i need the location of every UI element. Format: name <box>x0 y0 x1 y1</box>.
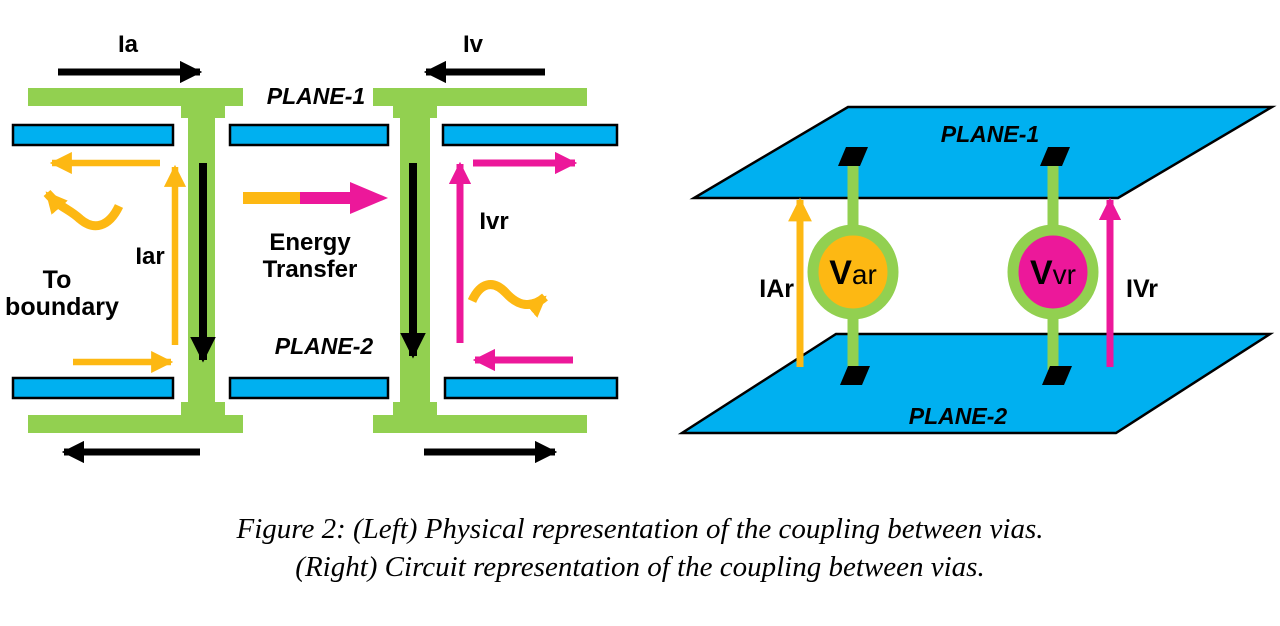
plane2-sheet <box>677 332 1275 435</box>
energy-arrow-yellow-tail <box>243 192 300 204</box>
caption-line-2: (Right) Circuit representation of the co… <box>295 551 985 584</box>
label-plane1-left: PLANE-1 <box>267 83 365 109</box>
trace-bottom-middle <box>228 376 390 400</box>
trace-top-middle <box>228 123 390 147</box>
label-plane1-right: PLANE-1 <box>941 121 1039 147</box>
label-ivr-circuit: IVr <box>1126 275 1158 303</box>
label-vvr: Vvr <box>1030 254 1076 292</box>
label-energy-line1: Energy <box>269 229 351 256</box>
left-physical-diagram: Ia Iv PLANE-1 PLANE-2 Energy Transfer To… <box>5 31 619 464</box>
trace-bottom-right <box>443 376 619 400</box>
energy-arrow-magenta-shaft <box>300 192 350 204</box>
label-ia: Ia <box>118 31 139 58</box>
label-plane2-right: PLANE-2 <box>909 403 1008 429</box>
radiation-wave-right-icon <box>467 280 548 318</box>
label-iv: Iv <box>463 31 484 58</box>
via-v-stem-top <box>1047 158 1059 228</box>
via-a-bottom-pad <box>181 402 225 416</box>
source-vvr-circle <box>1007 224 1099 320</box>
radiation-wave-left-icon <box>43 189 124 231</box>
trace-top-left <box>11 123 175 147</box>
via-a-stem-bottom <box>847 315 859 370</box>
via-v-bottom-pad <box>393 402 437 416</box>
label-var: Var <box>829 254 877 292</box>
label-iar-circuit: IAr <box>759 275 794 303</box>
pad-plane1-left <box>838 147 868 166</box>
pad-plane2-left <box>840 366 870 385</box>
label-plane2-left: PLANE-2 <box>275 333 374 359</box>
via-a-top-pad <box>181 104 225 118</box>
caption-line-1: Figure 2: (Left) Physical representation… <box>236 513 1044 545</box>
label-to-boundary-line2: boundary <box>5 293 119 321</box>
label-to-boundary-line1: To <box>43 266 72 294</box>
figure-caption: Figure 2: (Left) Physical representation… <box>0 510 1280 587</box>
pad-plane1-right <box>1040 147 1070 166</box>
label-ivr: Ivr <box>479 208 508 235</box>
via-v-top-pad <box>393 104 437 118</box>
label-iar: Iar <box>135 243 164 270</box>
trace-top-right <box>441 123 619 147</box>
energy-arrow-head-icon <box>350 182 388 214</box>
figure-canvas: Ia Iv PLANE-1 PLANE-2 Energy Transfer To… <box>5 31 1277 464</box>
trace-bottom-left <box>11 376 175 400</box>
via-v-stem-bottom <box>1047 315 1059 370</box>
right-circuit-diagram: Var Vvr PLANE-1 PLANE-2 IAr IVr <box>677 105 1277 435</box>
pad-plane2-right <box>1042 366 1072 385</box>
energy-transfer-arrow <box>243 182 388 214</box>
via-a-stem-top <box>847 158 859 228</box>
source-var-circle <box>807 224 899 320</box>
label-energy-line2: Transfer <box>263 256 358 283</box>
